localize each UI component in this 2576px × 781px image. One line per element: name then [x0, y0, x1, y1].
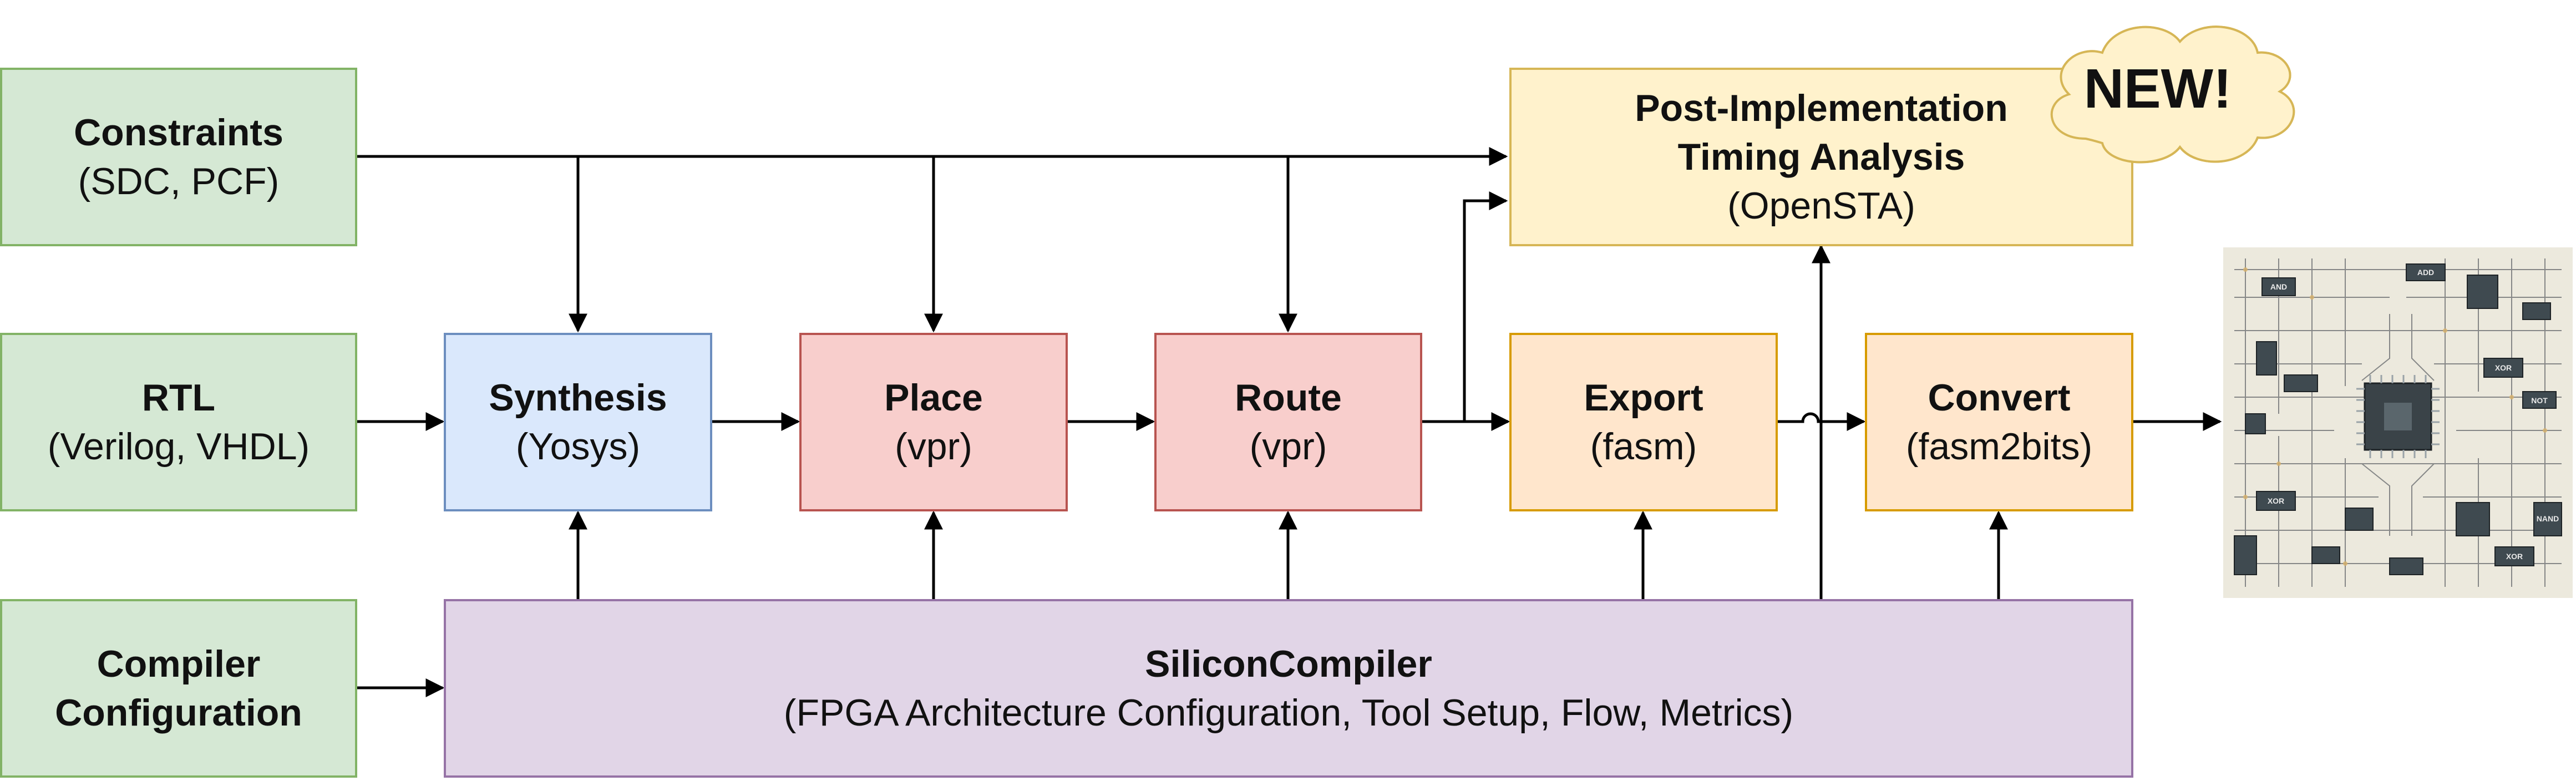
- compiler-configuration-box: Compiler Configuration: [0, 599, 357, 778]
- constraints-subtitle: (SDC, PCF): [78, 160, 280, 202]
- constraints-box: Constraints (SDC, PCF): [0, 68, 357, 246]
- timing-title-line1: Post-Implementation: [1635, 87, 2008, 129]
- export-title: Export: [1584, 377, 1703, 419]
- rtl-subtitle: (Verilog, VHDL): [47, 425, 310, 468]
- board-chip-label: NOT: [2531, 396, 2548, 405]
- board-chip-label: XOR: [2268, 496, 2284, 505]
- export-box: Export (fasm): [1509, 333, 1778, 511]
- route-subtitle: (vpr): [1249, 425, 1327, 468]
- synthesis-title: Synthesis: [489, 377, 667, 419]
- export-subtitle: (fasm): [1590, 425, 1697, 468]
- constraints-title: Constraints: [74, 111, 283, 154]
- config-title-line2: Configuration: [55, 692, 302, 734]
- new-cloud-outline: [2050, 26, 2295, 164]
- rtl-title: RTL: [141, 377, 216, 419]
- config-title-line1: Compiler: [97, 643, 261, 685]
- board-chip-label: ADD: [2417, 268, 2434, 277]
- board-chip-label: XOR: [2495, 363, 2512, 372]
- route-box: Route (vpr): [1154, 333, 1422, 511]
- convert-title: Convert: [1928, 377, 2071, 419]
- arrow-export-to-convert: [1778, 412, 1866, 431]
- rtl-box: RTL (Verilog, VHDL): [0, 333, 357, 511]
- place-title: Place: [884, 377, 983, 419]
- new-badge: NEW!: [2083, 57, 2232, 120]
- timing-subtitle: (OpenSTA): [1727, 185, 1915, 227]
- place-subtitle: (vpr): [895, 425, 972, 468]
- siliconcompiler-box: SiliconCompiler (FPGA Architecture Confi…: [444, 599, 2133, 778]
- timing-analysis-box: Post-Implementation Timing Analysis (Ope…: [1509, 68, 2133, 246]
- new-cloud: [2050, 26, 2295, 164]
- place-box: Place (vpr): [799, 333, 1068, 511]
- board-chip-label: XOR: [2506, 552, 2523, 561]
- board-chip-label: NAND: [2537, 514, 2559, 523]
- siliconcompiler-subtitle: (FPGA Architecture Configuration, Tool S…: [783, 692, 1794, 734]
- central-chip: [2356, 375, 2440, 458]
- fpga-circuit-board-image: AND XOR NOT XOR XOR NAND ADD: [2223, 247, 2573, 598]
- synthesis-box: Synthesis (Yosys): [444, 333, 712, 511]
- timing-title-line2: Timing Analysis: [1677, 136, 1965, 178]
- route-title: Route: [1235, 377, 1342, 419]
- siliconcompiler-title: SiliconCompiler: [1145, 643, 1432, 685]
- synthesis-subtitle: (Yosys): [515, 425, 641, 468]
- convert-box: Convert (fasm2bits): [1865, 333, 2133, 511]
- arrow-route-to-timing: [1463, 191, 1508, 422]
- convert-subtitle: (fasm2bits): [1905, 425, 2093, 468]
- board-chip-label: AND: [2270, 282, 2287, 291]
